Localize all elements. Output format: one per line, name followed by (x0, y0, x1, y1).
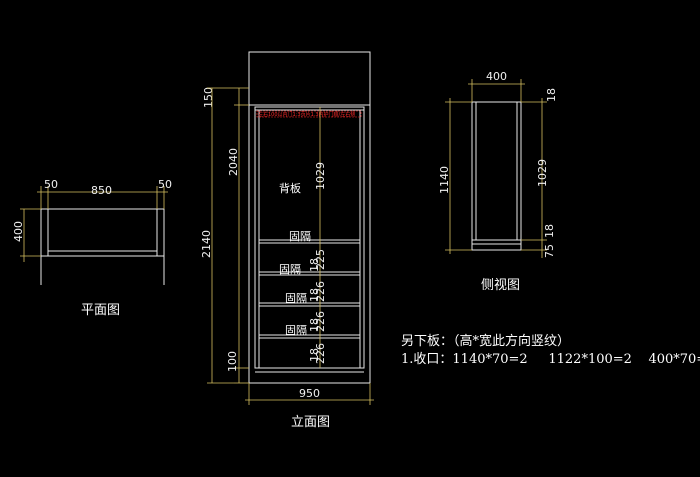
elevation-view-title: 立面图 (291, 415, 330, 430)
shelf-4 (258, 334, 361, 339)
elevation-carcass (254, 106, 365, 369)
dim-shelf-gap-2: 226 (314, 281, 327, 302)
dim-top: 150 (202, 87, 215, 108)
plan-dim-left: 50 (44, 178, 58, 191)
side-view: 400 1140 18 1029 18 75 侧视图 (438, 70, 558, 293)
shelf-2 (258, 271, 361, 276)
dim-upper: 2040 (227, 148, 240, 176)
red-note-box (256, 110, 362, 118)
plan-dim-mid: 850 (91, 184, 112, 197)
dim-width: 950 (299, 387, 320, 400)
dim-shelf-thickness-4: 18 (308, 348, 321, 362)
notes: 另下板：（高*宽此方向竖纹） 1.收口：1140*70=2 1122*100=2… (401, 333, 700, 367)
dim-upper-compartment: 1029 (314, 162, 327, 190)
dim-shelf-gap-4: 226 (314, 343, 327, 364)
side-dim-mid: 1029 (536, 159, 549, 187)
shelf-label-3: 固隔 (285, 292, 307, 305)
side-dim-width: 400 (486, 70, 507, 83)
plan-dim-depth: 400 (12, 221, 25, 242)
elevation-view: 左右100以内门1:3页片1.3内护门顺/左右侧 背板 固隔 固隔 固隔 固隔 … (200, 51, 374, 430)
side-dim-top: 18 (545, 88, 558, 102)
shelf-label-2: 固隔 (279, 263, 301, 276)
side-dim-lower: 18 (543, 224, 556, 238)
side-dim-height: 1140 (438, 166, 451, 194)
elevation-top-cap (248, 51, 371, 106)
side-dim-bottom: 75 (543, 244, 556, 258)
plan-view: 50 850 50 400 平面图 (12, 178, 172, 318)
shelf-1 (258, 239, 361, 244)
plan-view-title: 平面图 (81, 303, 120, 318)
dim-bottom: 100 (226, 351, 239, 372)
dim-shelf-thickness-3: 18 (308, 318, 321, 332)
shelf-3 (258, 302, 361, 307)
side-view-title: 侧视图 (481, 278, 520, 293)
dim-shelf-gap-3: 226 (314, 311, 327, 332)
back-panel-label: 背板 (279, 181, 301, 195)
note-line-2: 1.收口：1140*70=2 1122*100=2 400*70=2 (401, 352, 700, 367)
shelf-label-1: 固隔 (289, 230, 311, 243)
plan-outline (40, 208, 165, 257)
side-outline (471, 101, 522, 251)
dim-shelf-gap-1: 225 (314, 249, 327, 270)
dim-shelf-thickness-1: 18 (308, 258, 321, 272)
dim-total: 2140 (200, 230, 213, 258)
red-note: 左右100以内门1:3页片1.3内护门顺/左右侧 (258, 111, 355, 118)
dim-shelf-thickness-2: 18 (308, 288, 321, 302)
shelf-label-4: 固隔 (285, 324, 307, 337)
plan-dim-right: 50 (158, 178, 172, 191)
note-line-1: 另下板：（高*宽此方向竖纹） (401, 333, 570, 349)
